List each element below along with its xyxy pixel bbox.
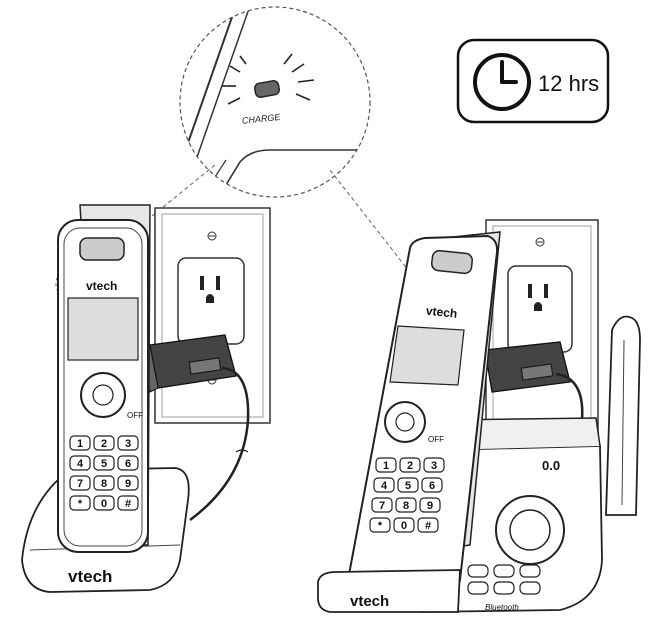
handset-left-key-bg bbox=[93, 475, 115, 491]
handset-right-key: 2 bbox=[407, 460, 413, 472]
handset-right-key-bg bbox=[395, 497, 417, 513]
handset-left-key-bg bbox=[117, 435, 139, 451]
base-buttons bbox=[467, 564, 541, 595]
handset-right-key: 4 bbox=[381, 480, 388, 492]
handset-left-key: 8 bbox=[101, 478, 107, 490]
handset-right-key-bg bbox=[417, 517, 439, 533]
handset-left-key: 1 bbox=[77, 438, 83, 450]
handset-right: vtech OFF 1 2 3 4 5 6 7 8 9 * 0 # bbox=[346, 231, 501, 594]
handset-right-key-bg bbox=[393, 517, 415, 533]
handset-left-key: 5 bbox=[101, 458, 107, 470]
base-brand: vtech bbox=[350, 593, 389, 610]
handset-left-key: 6 bbox=[125, 458, 131, 470]
handset-right-key: 3 bbox=[431, 460, 437, 472]
handset-left-key: 4 bbox=[77, 458, 84, 470]
handset-left-key-bg bbox=[69, 435, 91, 451]
charge-led bbox=[254, 80, 280, 98]
handset-right-screen bbox=[389, 325, 465, 386]
clock-icon bbox=[473, 53, 531, 111]
glow-rays bbox=[222, 53, 315, 105]
handset-left-key-bg bbox=[69, 495, 91, 511]
handset-right-key-bg bbox=[419, 497, 441, 513]
handset-left-key: * bbox=[78, 498, 83, 510]
handset-left-keypad: 1 2 3 4 5 6 7 8 9 * 0 # bbox=[69, 435, 139, 511]
handset-left-key: 2 bbox=[101, 438, 107, 450]
wall-outlet-left bbox=[154, 207, 271, 424]
base-bluetooth-label: Bluetooth bbox=[485, 603, 519, 612]
handset-right-key-bg bbox=[369, 517, 391, 533]
base-antenna bbox=[605, 315, 641, 516]
charge-label: CHARGE bbox=[241, 112, 281, 126]
handset-right-key: 1 bbox=[383, 460, 389, 472]
handset-right-keypad: 1 2 3 4 5 6 7 8 9 * 0 # bbox=[369, 457, 445, 533]
handset-right-off: OFF bbox=[428, 435, 444, 444]
handset-right-key-bg bbox=[373, 477, 395, 493]
charge-callout: CHARGE bbox=[179, 6, 371, 198]
handset-right-key-bg bbox=[423, 457, 445, 473]
wall-outlet-right bbox=[485, 219, 599, 451]
handset-left-key-bg bbox=[93, 455, 115, 471]
handset-right-key: 7 bbox=[379, 500, 385, 512]
handset-right-key: 9 bbox=[427, 500, 433, 512]
handset-right-key-bg bbox=[399, 457, 421, 473]
handset-right-key: 0 bbox=[401, 520, 407, 532]
timer-duration: 12 hrs bbox=[538, 71, 599, 96]
handset-left-screen bbox=[67, 297, 139, 361]
handset-right-key-bg bbox=[397, 477, 419, 493]
handset-left: vtech OFF 1 2 3 4 5 6 7 8 9 * 0 # bbox=[57, 204, 151, 553]
handset-right-key: # bbox=[425, 520, 431, 532]
timer-badge: 12 hrs bbox=[456, 38, 610, 124]
handset-left-key-bg bbox=[69, 475, 91, 491]
handset-left-key-bg bbox=[69, 455, 91, 471]
base-cradle-front: vtech bbox=[317, 569, 461, 613]
handset-left-key-bg bbox=[117, 455, 139, 471]
power-adapter-left bbox=[141, 334, 250, 522]
handset-right-key: 8 bbox=[403, 500, 409, 512]
handset-left-key: 3 bbox=[125, 438, 131, 450]
handset-right-key-bg bbox=[371, 497, 393, 513]
handset-left-key: # bbox=[125, 498, 131, 510]
handset-left-key-bg bbox=[117, 495, 139, 511]
handset-right-key-bg bbox=[421, 477, 443, 493]
handset-left-key-bg bbox=[93, 495, 115, 511]
handset-right-key: 5 bbox=[405, 480, 411, 492]
handset-left-brand: vtech bbox=[86, 279, 117, 293]
handset-right-key-bg bbox=[375, 457, 397, 473]
handset-left-key: 0 bbox=[101, 498, 107, 510]
handset-right-brand: vtech bbox=[425, 304, 458, 321]
handset-left-key-bg bbox=[93, 435, 115, 451]
handset-left-key-bg bbox=[117, 475, 139, 491]
power-adapter-right bbox=[484, 341, 584, 471]
handset-right-key: * bbox=[378, 520, 383, 532]
handset-right-key: 6 bbox=[429, 480, 435, 492]
handset-left-off: OFF bbox=[127, 411, 143, 420]
handset-left-key: 9 bbox=[125, 478, 131, 490]
base-display: 0.0 bbox=[542, 458, 560, 473]
cradle-brand: vtech bbox=[68, 567, 112, 586]
handset-left-key: 7 bbox=[77, 478, 83, 490]
